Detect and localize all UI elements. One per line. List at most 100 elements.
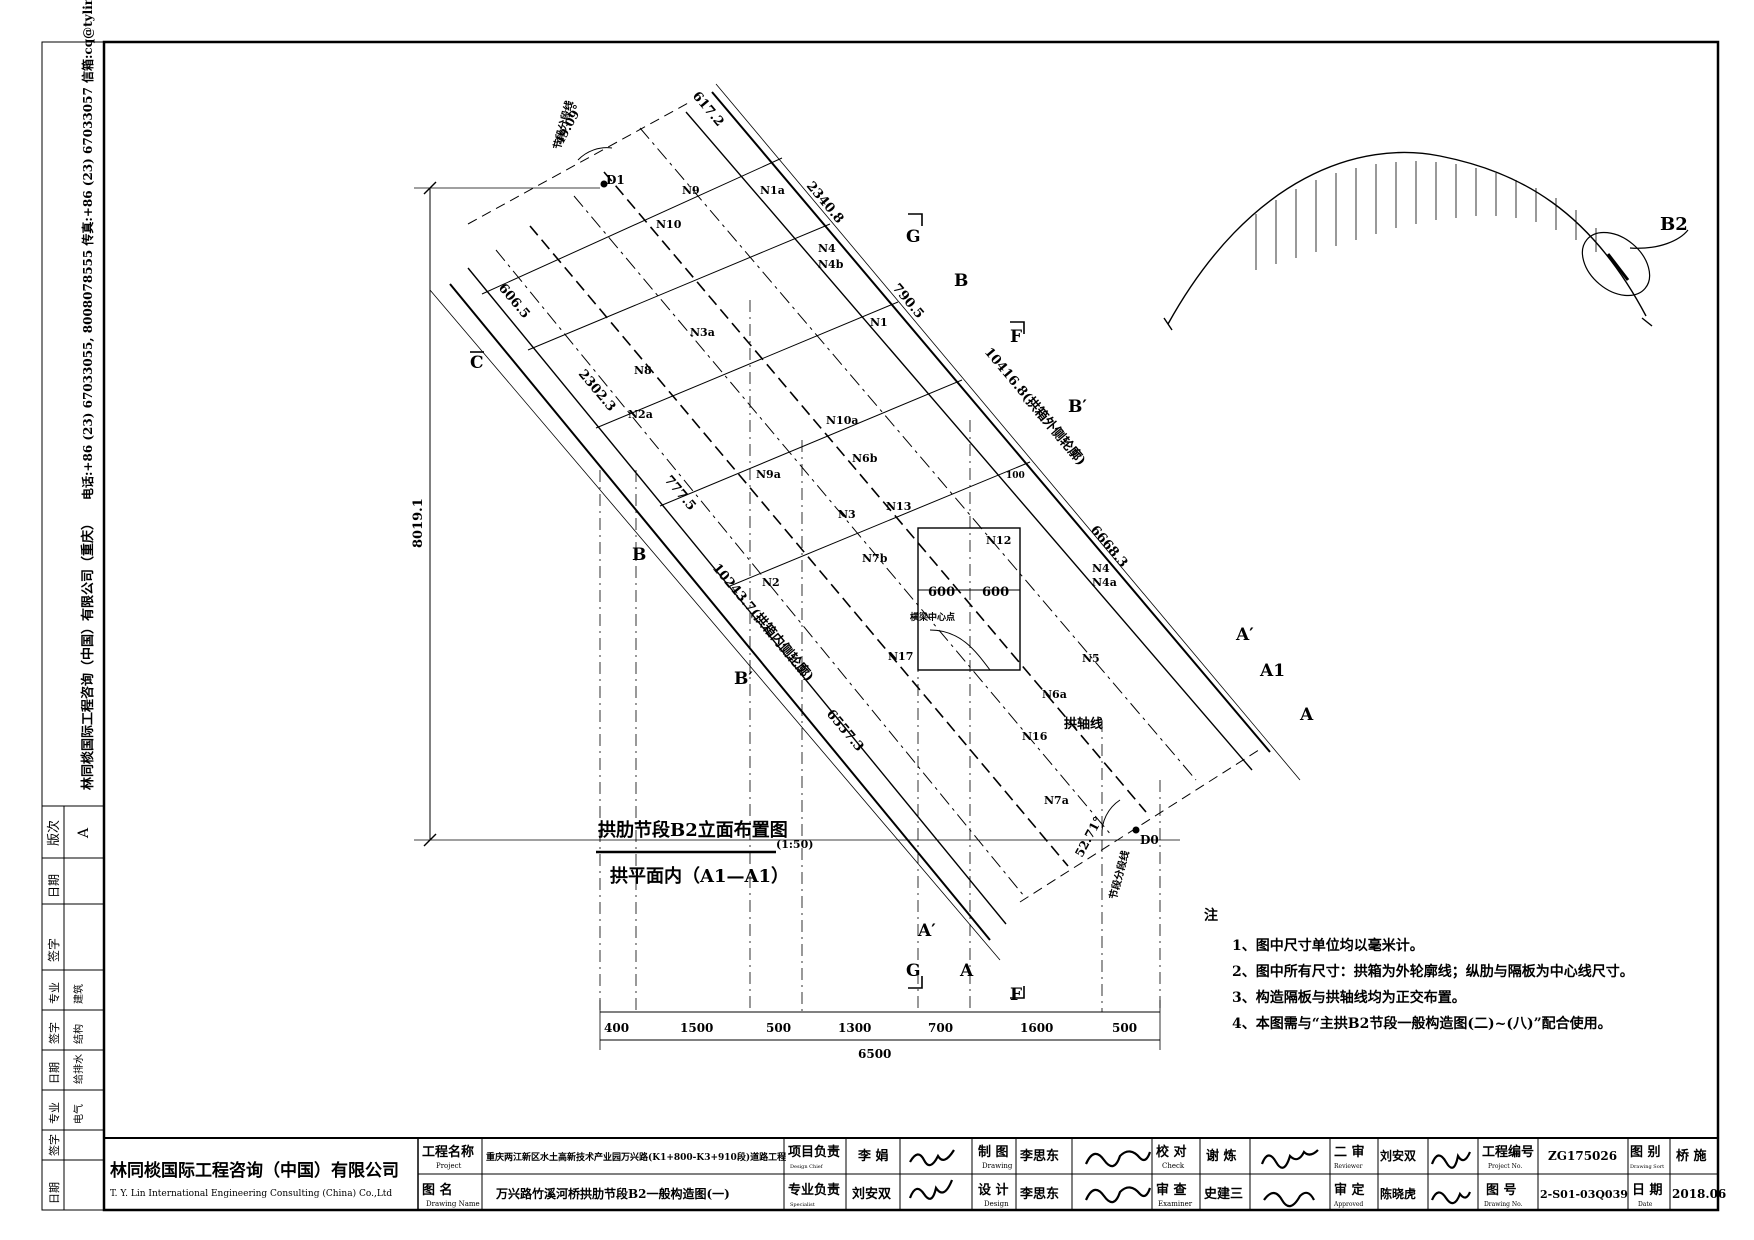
bdim-700: 700 — [928, 1021, 953, 1035]
label-n8: N8 — [634, 364, 652, 377]
review-name: 刘安双 — [1380, 1148, 1416, 1163]
label-n4a: N4a — [1092, 576, 1117, 589]
dim-6557: 6557.3 — [823, 707, 866, 755]
signature-review — [1430, 1151, 1472, 1169]
disc-arch: 建筑 — [72, 984, 85, 1004]
check-label-en: Check — [1162, 1162, 1185, 1170]
section-b-top: B — [954, 271, 968, 291]
label-n7a: N7a — [1044, 794, 1069, 807]
label-n7b: N7b — [862, 552, 888, 565]
sign-sign-2: 签字 — [47, 1134, 61, 1156]
company-name-en: T. Y. Lin International Engineering Cons… — [110, 1188, 392, 1199]
dim-606: 606.5 — [495, 281, 533, 322]
bdim-1300: 1300 — [838, 1021, 871, 1035]
exam-label-en: Examiner — [1158, 1200, 1193, 1208]
signature-check — [1260, 1149, 1319, 1169]
label-d0: D0 — [1140, 833, 1159, 847]
label-n4-top: N4 — [818, 242, 836, 255]
signatures — [908, 1149, 1472, 1208]
approve-name: 陈晓虎 — [1380, 1186, 1416, 1201]
design-label: 设 计 — [978, 1182, 1009, 1198]
point-d1-marker — [600, 180, 608, 188]
disc-struct: 结构 — [72, 1024, 85, 1044]
title-block — [103, 1137, 1719, 1211]
signature-design — [1084, 1186, 1152, 1204]
label-n10a: N10a — [826, 414, 859, 427]
key-b2-label: B2 — [1660, 214, 1688, 235]
key-plan — [1163, 151, 1689, 331]
spec-label-en: Specialist — [790, 1202, 815, 1208]
label-n2a: N2a — [628, 408, 653, 421]
segment-line-top — [467, 101, 691, 225]
diaphragm-box — [917, 527, 1021, 671]
rib-line-3 — [529, 225, 1069, 867]
label-n5: N5 — [1082, 652, 1100, 665]
label-n17: N17 — [888, 650, 913, 663]
drawing-title: 拱肋节段B2立面布置图 — [598, 819, 788, 841]
signature-draw — [1084, 1150, 1152, 1168]
section-b-prime-right: B′ — [1068, 397, 1087, 417]
bdim-400: 400 — [604, 1021, 629, 1035]
notes: 注 1、图中尺寸单位均以毫米计。 2、图中所有尺寸：拱箱为外轮廓线；纵肋与隔板为… — [1204, 907, 1634, 1032]
company-vertical: 林同棪国际工程咨询（中国）有限公司（重庆） — [80, 517, 96, 790]
label-n1a: N1a — [760, 184, 785, 197]
signature-pm — [909, 1149, 955, 1167]
section-g-bottom: G — [906, 961, 921, 981]
label-n4-right: N4 — [1092, 562, 1110, 575]
label-n1: N1 — [870, 316, 888, 329]
drawing-subtitle: 拱平面内（A1—A1） — [610, 865, 789, 887]
outer-contour-line — [711, 91, 1271, 753]
signature-spec — [908, 1179, 954, 1200]
segment-line-bottom — [1019, 747, 1263, 903]
rev-sign-label: 签字 — [46, 938, 61, 962]
bdim-total: 6500 — [858, 1047, 891, 1061]
section-c: C — [470, 353, 484, 373]
rev-label: 版次 — [46, 820, 62, 846]
outer-border — [41, 41, 1719, 1211]
note-3: 3、构造隔板与拱轴线均为正交布置。 — [1232, 989, 1466, 1006]
drawing-frame — [102, 40, 1720, 1212]
dwgno-value: 2-S01-03Q039 — [1540, 1188, 1628, 1201]
draw-name: 李思东 — [1019, 1148, 1059, 1164]
exam-label: 审 查 — [1156, 1182, 1188, 1198]
drawing-name: 万兴路竹溪河桥拱肋节段B2一般构造图(一) — [495, 1186, 730, 1201]
section-a1: A1 — [1259, 661, 1285, 681]
review-label: 二 审 — [1334, 1144, 1365, 1160]
signature-approve — [1430, 1191, 1472, 1205]
angle-bot: 52.71° — [1072, 814, 1105, 859]
spec-label: 专业负责 — [788, 1182, 840, 1198]
label-n16: N16 — [1022, 730, 1048, 743]
label-n3: N3 — [838, 508, 856, 521]
inner-contour-line — [449, 283, 991, 941]
section-f-top: F — [1010, 327, 1022, 347]
design-label-en: Design — [984, 1200, 1009, 1208]
check-label: 校 对 — [1156, 1144, 1187, 1160]
dim-617: 617.2 — [689, 89, 727, 130]
point-d0-marker — [1132, 826, 1140, 834]
drawing-scale: (1:50) — [776, 838, 813, 851]
note-4: 4、本图需与“主拱B2节段一般构造图(二)~(八)”配合使用。 — [1232, 1015, 1612, 1032]
draw-label-en: Drawing — [982, 1162, 1013, 1170]
key-highlight-circle — [1581, 231, 1651, 297]
sidebar-table — [42, 805, 104, 1210]
dwgno-label-en: Drawing No. — [1484, 1201, 1523, 1208]
dwgno-label: 图 号 — [1486, 1183, 1517, 1198]
review-label-en: Reviewer — [1334, 1163, 1363, 1170]
member-labels: N1a N9 N10 N4 N4b N3a N1 N8 N2a N10a N9a… — [550, 99, 1158, 901]
design-name: 李思东 — [1019, 1186, 1059, 1202]
project-label-en: Project — [436, 1162, 462, 1170]
dim-8019: 8019.1 — [411, 498, 426, 548]
bdim-500b: 500 — [1112, 1021, 1137, 1035]
bdim-1500: 1500 — [680, 1021, 713, 1035]
date-value: 2018.06 — [1672, 1187, 1726, 1201]
sign-spec-1: 专业 — [47, 982, 61, 1004]
sign-date-1: 日期 — [48, 1062, 61, 1084]
approve-label-en: Approved — [1333, 1201, 1363, 1208]
dim-2302: 2302.3 — [575, 367, 618, 415]
inner-plate-line — [467, 267, 1007, 925]
section-a-right: A — [1299, 705, 1314, 725]
pm-name: 李 娟 — [857, 1148, 889, 1164]
section-a-prime-left: A′ — [917, 921, 936, 941]
sign-date-2: 日期 — [48, 1182, 61, 1204]
